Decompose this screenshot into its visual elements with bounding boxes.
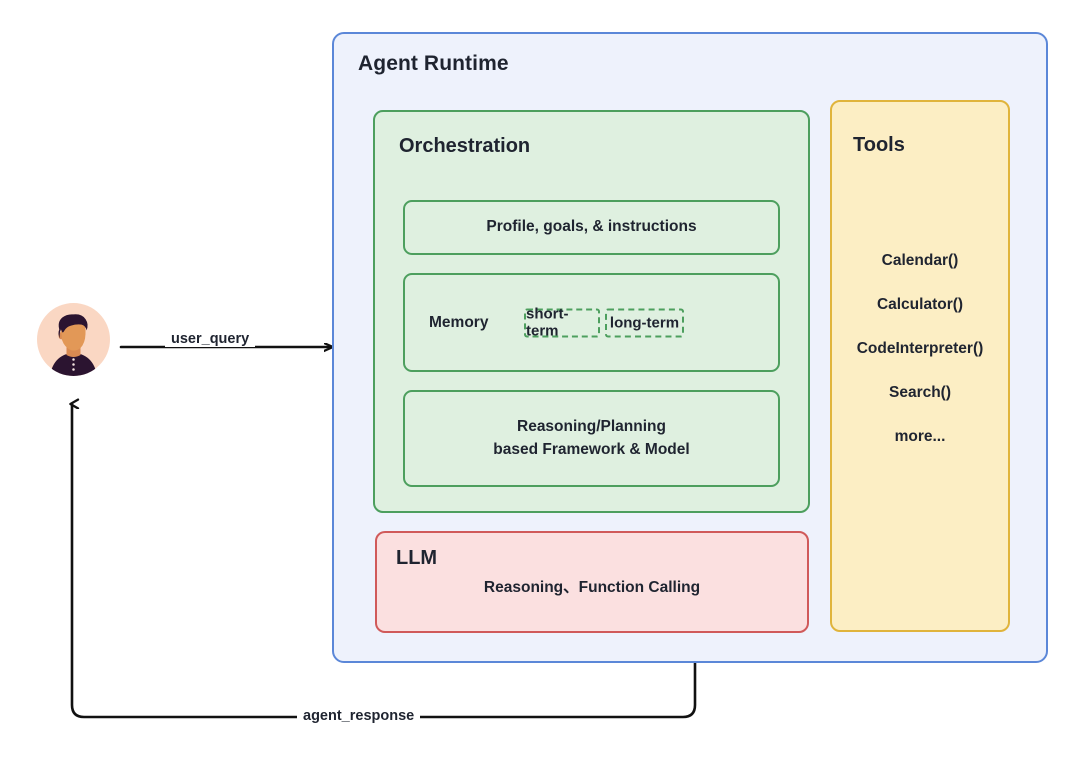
orchestration-title: Orchestration bbox=[399, 135, 531, 157]
edge-label-agent-response: agent_response bbox=[297, 708, 421, 724]
llm-container: LLM Reasoning、Function Calling bbox=[375, 531, 809, 633]
reasoning-planning-line-1: Reasoning/Planning bbox=[517, 418, 666, 436]
tools-container: Tools Calendar() Calculator() CodeInterp… bbox=[830, 100, 1010, 632]
llm-title: LLM bbox=[396, 547, 438, 569]
memory-chip-long-term: long-term bbox=[605, 308, 684, 337]
reasoning-planning-box: Reasoning/Planning based Framework & Mod… bbox=[403, 390, 780, 487]
edge-label-user-query: user_query bbox=[165, 331, 256, 347]
tool-item-calculator: Calculator() bbox=[876, 296, 964, 313]
profile-goals-instructions-box: Profile, goals, & instructions bbox=[403, 200, 780, 255]
reasoning-planning-line-2: based Framework & Model bbox=[493, 440, 690, 458]
reasoning-planning-text: Reasoning/Planning based Framework & Mod… bbox=[405, 392, 778, 485]
tool-item-search: Search() bbox=[888, 384, 952, 401]
tool-item-more: more... bbox=[894, 428, 946, 445]
user-avatar bbox=[37, 303, 110, 376]
memory-box: Memory short-term long-term bbox=[403, 273, 780, 372]
agent-runtime-title: Agent Runtime bbox=[358, 52, 509, 75]
memory-label: Memory bbox=[429, 313, 489, 331]
tool-item-calendar: Calendar() bbox=[881, 252, 959, 269]
memory-chip-short-term: short-term bbox=[524, 306, 600, 340]
tools-title: Tools bbox=[853, 134, 905, 156]
tools-list: Calendar() Calculator() CodeInterpreter(… bbox=[832, 252, 1008, 446]
profile-goals-instructions-label: Profile, goals, & instructions bbox=[486, 218, 697, 236]
llm-capabilities-label: Reasoning、Function Calling bbox=[483, 579, 701, 596]
tool-item-codeinterpreter: CodeInterpreter() bbox=[856, 340, 984, 357]
avatar-illustration bbox=[50, 314, 97, 376]
